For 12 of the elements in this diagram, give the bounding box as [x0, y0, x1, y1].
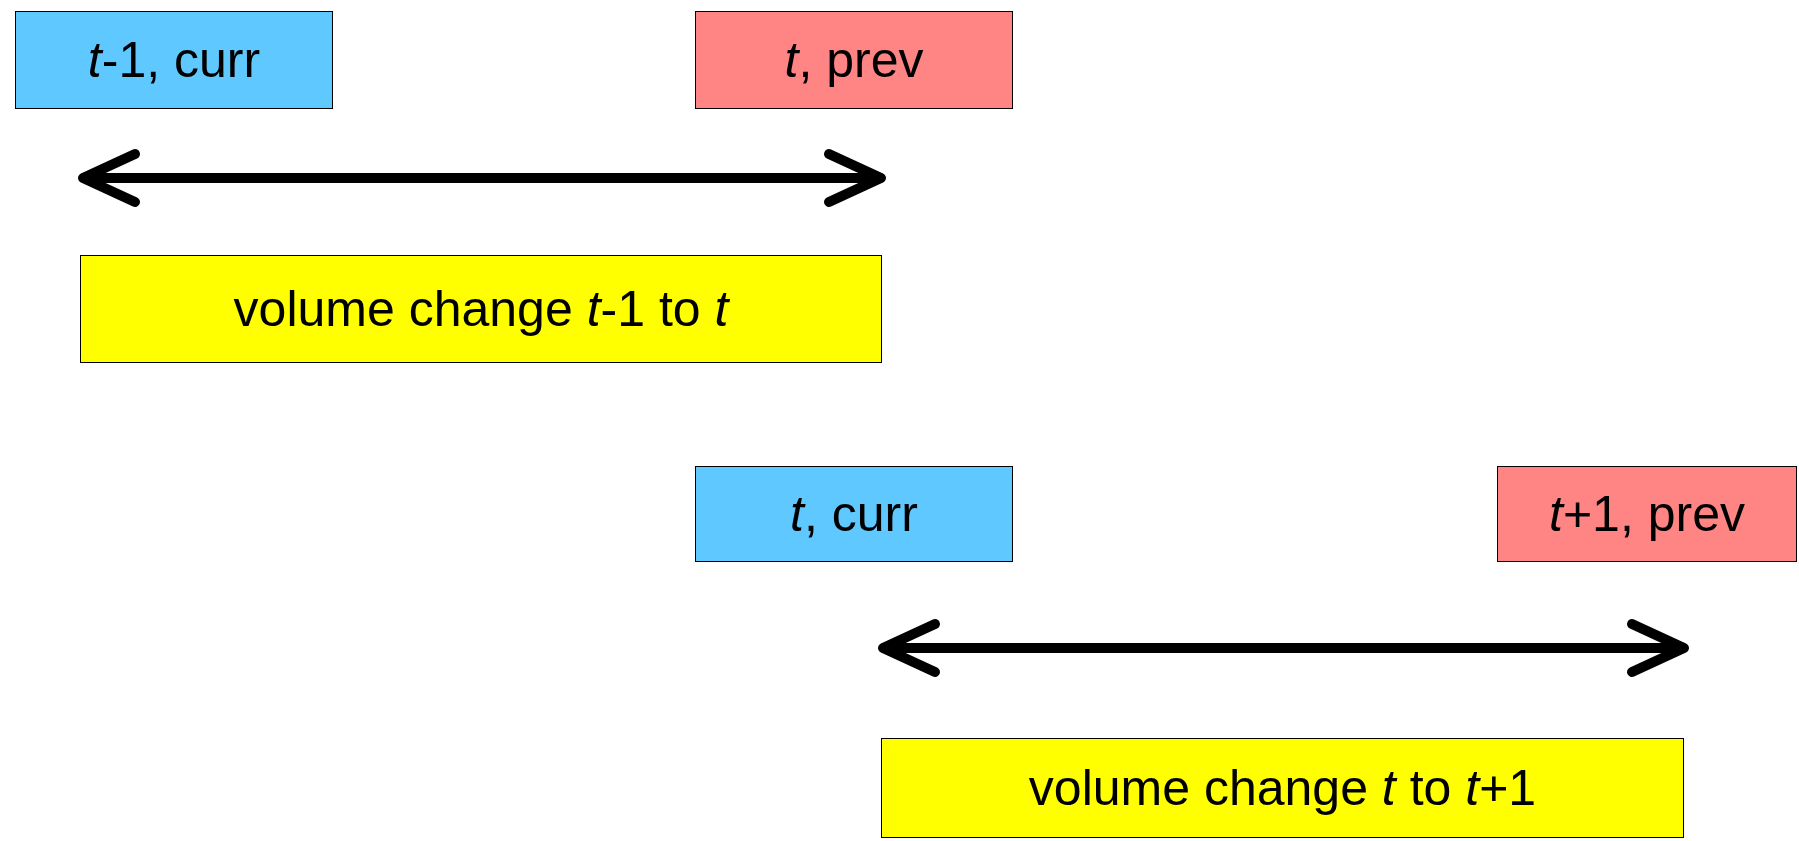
time-step-box [15, 11, 333, 109]
time-step-box [1497, 466, 1797, 562]
volume-change-box [80, 255, 882, 363]
box-label: volume change t-1 to t [233, 284, 729, 334]
time-step-box [695, 11, 1013, 109]
box-label: volume change t to t+1 [1028, 763, 1537, 813]
volume-change-box [881, 738, 1684, 838]
box-label: t+1, prev [1549, 489, 1745, 539]
box-label: t-1, curr [87, 35, 261, 85]
time-step-box [695, 466, 1013, 562]
box-label: t, curr [790, 489, 918, 539]
box-label: t, prev [784, 35, 924, 85]
